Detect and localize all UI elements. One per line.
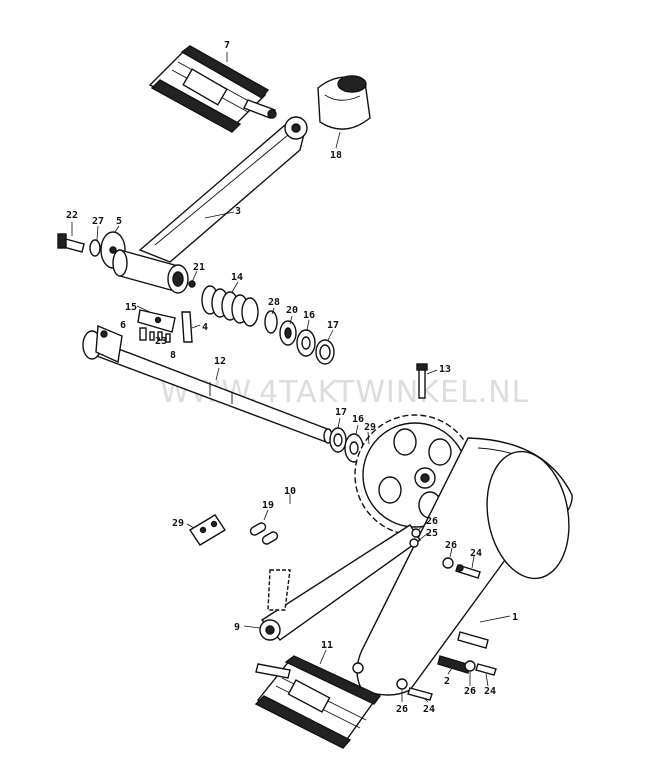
part-label-22: 22 <box>66 210 78 221</box>
part-label-16-upper: 16 <box>303 310 315 321</box>
part-label-21: 21 <box>193 262 205 273</box>
part-label-27: 27 <box>92 216 104 227</box>
bolt-set-lower <box>396 655 497 701</box>
part-label-2: 2 <box>444 676 450 687</box>
part-label-24-guard: 24 <box>470 548 482 559</box>
part-label-26-lower-left: 26 <box>396 704 408 715</box>
part-label-13: 13 <box>439 364 451 375</box>
part-label-24-lower-right: 24 <box>484 686 496 697</box>
leader-lines <box>71 52 511 703</box>
bolt-set-right <box>409 528 481 579</box>
pawl-set <box>137 309 193 343</box>
part-label-12: 12 <box>214 356 226 367</box>
crank-arm-lower <box>259 524 421 641</box>
part-label-8: 8 <box>170 350 176 361</box>
part-label-18: 18 <box>330 150 342 161</box>
part-label-4: 4 <box>202 322 208 333</box>
part-label-20: 20 <box>286 305 298 316</box>
plate <box>189 514 226 546</box>
part-label-7: 7 <box>224 40 230 51</box>
sprocket-bolt <box>416 363 428 399</box>
part-label-9: 9 <box>234 622 240 633</box>
part-label-16-lower: 16 <box>352 414 364 425</box>
part-label-10: 10 <box>284 486 296 497</box>
part-label-1: 1 <box>512 612 518 623</box>
part-label-25: 25 <box>426 528 438 539</box>
pedal-lower <box>254 655 382 749</box>
chain-links <box>249 522 291 611</box>
part-label-26-sprocket: 26 <box>426 516 438 527</box>
part-label-6: 6 <box>120 320 126 331</box>
part-label-29-upper: 29 <box>364 422 376 433</box>
crank-hub <box>112 249 196 294</box>
washer-stack-upper <box>264 310 335 365</box>
pedal-cap <box>317 75 371 130</box>
spring <box>201 285 259 327</box>
part-label-19: 19 <box>262 500 274 511</box>
part-label-26-lower-right: 26 <box>464 686 476 697</box>
part-label-24-lower-left: 24 <box>423 704 435 715</box>
part-label-28: 28 <box>268 297 280 308</box>
part-label-3: 3 <box>235 206 241 217</box>
part-label-29-lower: 29 <box>172 518 184 529</box>
crank-arm-upper <box>138 116 308 263</box>
part-label-17-upper: 17 <box>327 320 339 331</box>
part-label-14: 14 <box>231 272 243 283</box>
part-label-5: 5 <box>116 216 122 227</box>
part-labels: 7 18 3 22 27 5 21 14 28 20 16 17 15 6 23… <box>66 40 518 715</box>
part-label-23: 23 <box>155 336 167 347</box>
part-label-26-guard: 26 <box>445 540 457 551</box>
part-label-15: 15 <box>125 302 137 313</box>
part-label-17-lower: 17 <box>335 407 347 418</box>
pedal-upper <box>148 45 277 133</box>
part-label-11: 11 <box>321 640 333 651</box>
